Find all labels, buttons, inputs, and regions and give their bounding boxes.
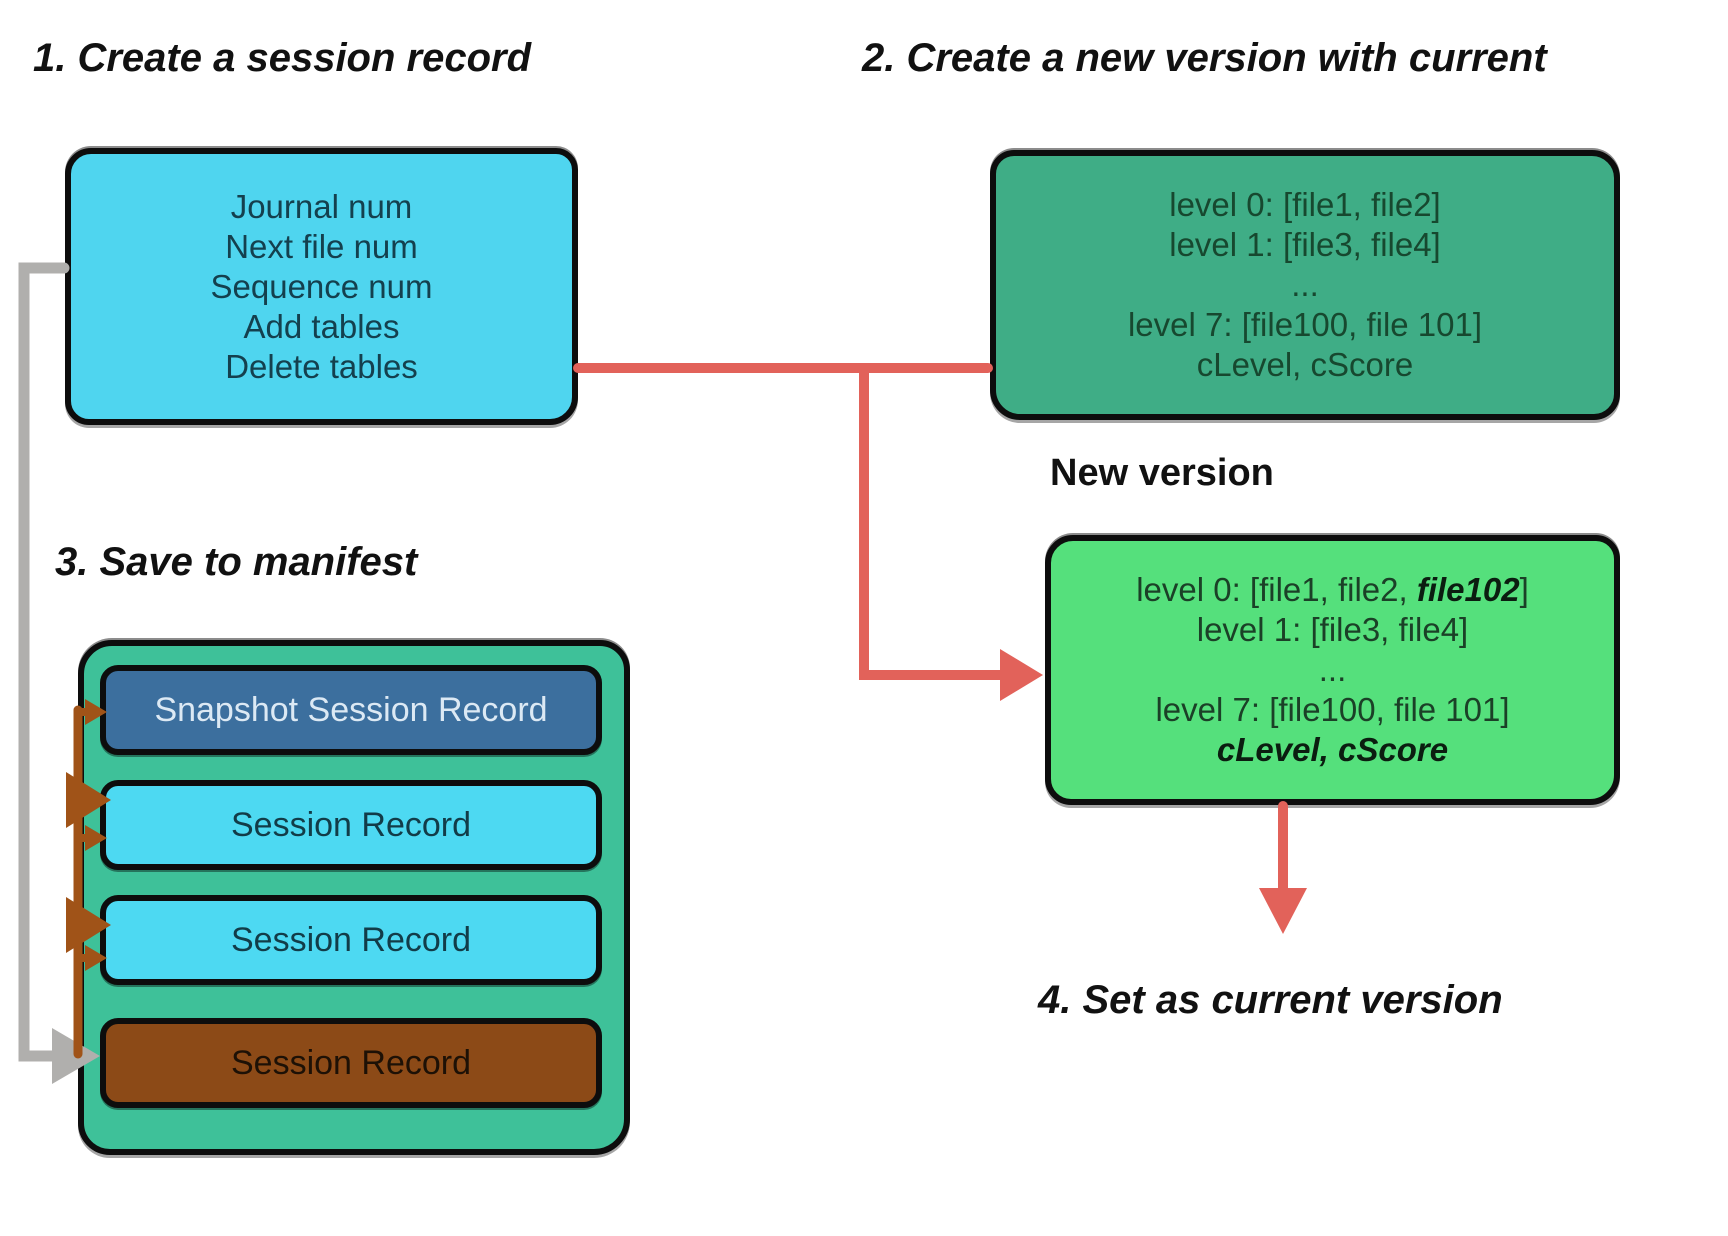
step3-heading: 3. Save to manifest (55, 540, 418, 584)
level0-new-file: file102 (1416, 571, 1520, 608)
session-record-field: Sequence num (210, 267, 433, 305)
step1-heading: 1. Create a session record (33, 36, 532, 80)
snapshot-session-record: Snapshot Session Record (100, 665, 602, 755)
version-ellipsis: ... (1291, 266, 1319, 303)
level0-suffix: ] (1519, 571, 1529, 608)
step4-heading: 4. Set as current version (1038, 978, 1503, 1022)
version-level-entry: level 7: [file100, file 101] (1127, 306, 1483, 343)
level0-prefix: level 0: [file1, file2, (1136, 571, 1417, 608)
version-level-entry: level 1: [file3, file4] (1196, 611, 1469, 648)
session-record-box: Journal num Next file num Sequence num A… (65, 148, 578, 425)
new-version-label: New version (1050, 452, 1274, 494)
step2-heading: 2. Create a new version with current (862, 36, 1547, 80)
new-version-box: level 0: [file1, file2, file102] level 1… (1045, 535, 1620, 805)
version-ellipsis: ... (1318, 651, 1347, 688)
session-record-field: Delete tables (225, 347, 418, 385)
version-level-entry: level 0: [file1, file2] (1169, 186, 1441, 223)
version-level-entry: level 1: [file3, file4] (1169, 226, 1441, 263)
version-level-entry: level 7: [file100, file 101] (1155, 691, 1510, 728)
version-meta-entry: cLevel, cScore (1196, 346, 1414, 383)
session-record-field: Journal num (230, 187, 413, 225)
version-level-entry: level 0: [file1, file2, file102] (1136, 570, 1529, 610)
session-record-item: Session Record (100, 895, 602, 985)
version-meta-entry: cLevel, cScore (1216, 731, 1449, 768)
session-record-item-old: Session Record (100, 1018, 602, 1108)
session-record-item: Session Record (100, 780, 602, 870)
current-version-box: level 0: [file1, file2] level 1: [file3,… (990, 150, 1620, 420)
session-record-field: Next file num (225, 227, 418, 265)
session-record-field: Add tables (243, 307, 400, 345)
